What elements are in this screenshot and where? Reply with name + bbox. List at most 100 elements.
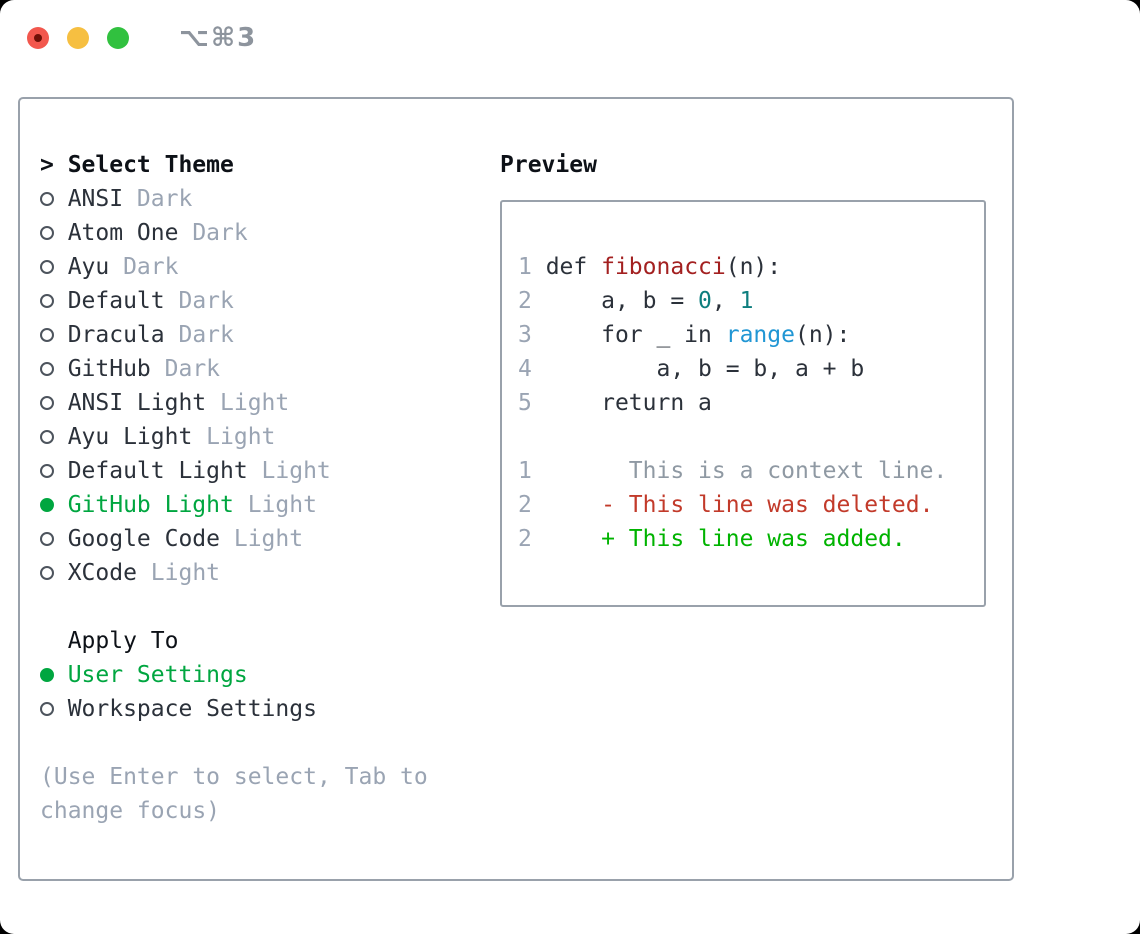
code-line: 1 This is a context line. (518, 454, 984, 488)
theme-variant-label: Dark (123, 254, 179, 280)
radio-icon (40, 420, 68, 454)
cursor-marker: > (40, 152, 54, 178)
code-token: for _ in (531, 322, 726, 348)
apply-option-label: Workspace Settings (67, 696, 317, 722)
theme-name: GitHub (67, 356, 151, 382)
radio-icon (40, 182, 68, 216)
theme-item-ansi[interactable]: ANSI Dark (40, 182, 500, 216)
radio-icon (40, 386, 68, 420)
theme-name: Default Light (67, 458, 248, 484)
radio-icon (40, 318, 68, 352)
theme-name: Dracula (67, 322, 165, 348)
code-token: + This line was added. (531, 526, 906, 552)
code-token: 0 (698, 288, 712, 314)
theme-item-dracula[interactable]: Dracula Dark (40, 318, 500, 352)
theme-item-github-light[interactable]: GitHub Light Light (40, 488, 500, 522)
theme-variant-label: Dark (178, 322, 234, 348)
spacer (40, 726, 500, 760)
theme-name: XCode (67, 560, 137, 586)
theme-item-default[interactable]: Default Dark (40, 284, 500, 318)
theme-variant-label: Light (150, 560, 221, 586)
apply-option-user-settings[interactable]: User Settings (40, 658, 500, 692)
code-token: fibonacci (601, 254, 726, 280)
radio-selected-icon (40, 488, 68, 522)
theme-item-github[interactable]: GitHub Dark (40, 352, 500, 386)
radio-icon (40, 454, 68, 488)
theme-name: GitHub Light (67, 492, 234, 518)
line-number: 1 (518, 254, 532, 280)
theme-item-google-code[interactable]: Google Code Light (40, 522, 500, 556)
theme-variant-label: Light (206, 424, 276, 450)
theme-item-ayu[interactable]: Ayu Dark (40, 250, 500, 284)
theme-variant-label: Light (220, 390, 290, 416)
theme-variant-label: Dark (164, 356, 221, 382)
window-shortcut-label: ⌥⌘3 (179, 23, 258, 53)
theme-name: ANSI (67, 186, 124, 212)
radio-icon (40, 216, 68, 250)
code-token: - This line was deleted. (531, 492, 934, 518)
apply-to-header: Apply To (67, 628, 179, 654)
theme-name: Default (67, 288, 165, 314)
radio-icon (40, 692, 68, 726)
code-line: 1 def fibonacci(n): (518, 250, 984, 284)
radio-icon (40, 522, 68, 556)
line-number: 5 (518, 390, 532, 416)
theme-item-atom-one[interactable]: Atom One Dark (40, 216, 500, 250)
code-token: , (711, 288, 740, 314)
minimize-button[interactable] (67, 27, 89, 49)
code-token: range (725, 322, 795, 348)
theme-name: Ayu (67, 254, 110, 280)
spacer (40, 590, 500, 624)
zoom-button[interactable] (107, 27, 129, 49)
radio-icon (40, 250, 68, 284)
code-line: 2 a, b = 0, 1 (518, 284, 984, 318)
blank-line (518, 420, 984, 454)
select-theme-title: Select Theme (67, 152, 234, 178)
radio-icon (40, 284, 68, 318)
close-dot-icon (34, 34, 42, 42)
theme-item-ayu-light[interactable]: Ayu Light Light (40, 420, 500, 454)
close-button[interactable] (27, 27, 49, 49)
line-number: 4 (518, 356, 532, 382)
code-token: This is a context line. (531, 458, 948, 484)
code-token: def (531, 254, 602, 280)
code-token: a, b = b, a + b (531, 356, 865, 382)
code-line: 2 + This line was added. (518, 522, 984, 556)
theme-variant-label: Dark (178, 288, 234, 314)
apply-option-workspace-settings[interactable]: Workspace Settings (40, 692, 500, 726)
radio-icon (40, 556, 68, 590)
theme-variant-label: Dark (136, 186, 193, 212)
theme-name: Ayu Light (67, 424, 193, 450)
theme-name: ANSI Light (67, 390, 207, 416)
theme-variant-label: Dark (192, 220, 248, 246)
radio-selected-icon (40, 658, 68, 692)
line-number: 2 (518, 288, 532, 314)
theme-variant-label: Light (247, 492, 317, 518)
hint-text: (Use Enter to select, Tab to change focu… (40, 764, 428, 824)
code-token: 1 (739, 288, 754, 314)
theme-variant-label: Light (233, 526, 304, 552)
line-number: 2 (518, 492, 532, 518)
theme-item-default-light[interactable]: Default Light Light (40, 454, 500, 488)
code-line: 2 - This line was deleted. (518, 488, 984, 522)
code-line: 4 a, b = b, a + b (518, 352, 984, 386)
titlebar[interactable]: ⌥⌘3 (0, 0, 1140, 76)
theme-variant-label: Light (261, 458, 331, 484)
select-theme-header: > Select Theme (40, 148, 500, 182)
line-number: 2 (518, 526, 532, 552)
line-number: 1 (518, 458, 532, 484)
code-line: 3 for _ in range(n): (518, 318, 984, 352)
code-line: 5 return a (518, 386, 984, 420)
code-token: a, b = (531, 288, 699, 314)
theme-item-ansi-light[interactable]: ANSI Light Light (40, 386, 500, 420)
theme-name: Atom One (67, 220, 179, 246)
radio-icon (40, 352, 68, 386)
theme-item-xcode[interactable]: XCode Light (40, 556, 500, 590)
theme-name: Google Code (67, 526, 221, 552)
